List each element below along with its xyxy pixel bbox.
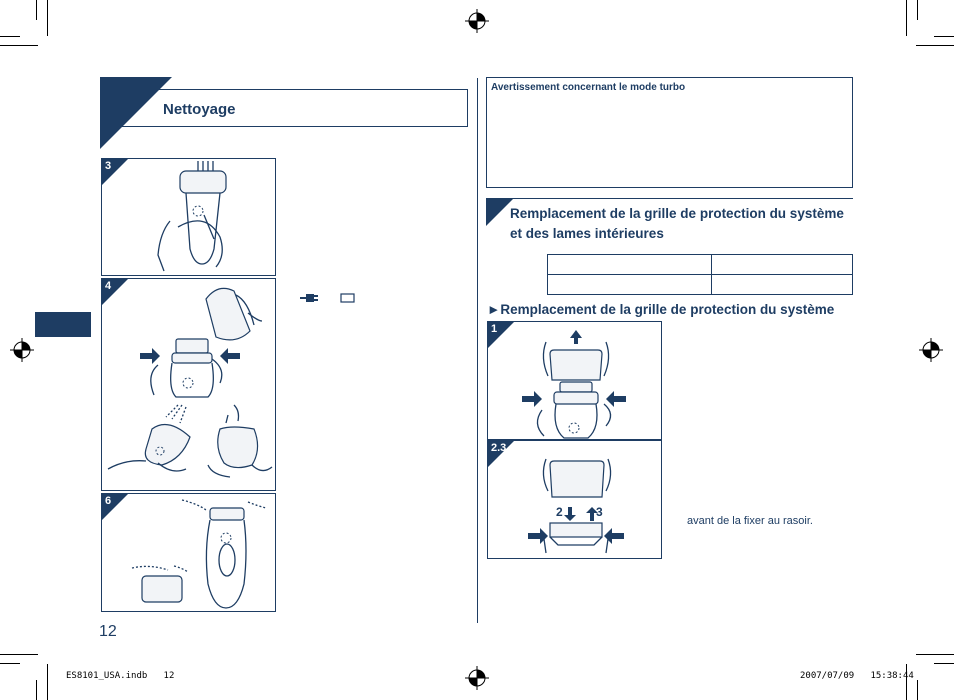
crop-mark [36, 0, 37, 20]
side-tab [35, 312, 91, 337]
table-rule [547, 294, 853, 295]
step-number: 2.3 [491, 442, 507, 454]
table-rule [547, 254, 853, 255]
step-number: 6 [105, 495, 112, 507]
page-number: 12 [99, 623, 117, 640]
registration-target-right [919, 338, 943, 362]
footer-timestamp: 2007/07/09 15:38:44 [800, 671, 914, 681]
step-text: avant de la fixer au rasoir. [687, 515, 813, 527]
crop-mark [47, 664, 48, 700]
registration-target-left [10, 338, 34, 362]
crop-mark [906, 664, 907, 700]
section-header-corner [100, 77, 172, 149]
crop-mark [917, 0, 918, 20]
section-header-corner [486, 198, 514, 226]
shaver-rinse-illustration [107, 287, 273, 478]
section-header-box [100, 89, 468, 127]
step-corner [102, 159, 128, 185]
crop-mark [917, 680, 918, 700]
table-rule [852, 254, 853, 295]
step-corner [488, 322, 514, 348]
table-rule [547, 254, 548, 295]
detach-frame-illustration [528, 458, 624, 554]
plug-and-battery-icons [300, 293, 355, 303]
shaver-dry-illustration [131, 499, 267, 609]
diagram-label-3: 3 [596, 505, 603, 519]
crop-mark [934, 36, 954, 37]
section-header-rule [486, 198, 853, 199]
step-corner [488, 441, 514, 467]
crop-mark [0, 45, 38, 46]
crop-mark [916, 654, 954, 655]
subsection-heading: ►Remplacement de la grille de protection… [487, 302, 834, 317]
footer-file-name: ES8101_USA.indb 12 [66, 671, 175, 681]
crop-mark [916, 45, 954, 46]
step-panel: 2.3 2 3 [487, 440, 662, 559]
table-rule [711, 254, 712, 295]
step-number: 1 [491, 323, 498, 335]
crop-mark [934, 663, 954, 664]
section-title: Nettoyage [163, 101, 236, 118]
shaver-cleaning-illustration [157, 161, 227, 272]
remove-frame-illustration [522, 330, 626, 439]
step-corner [102, 279, 128, 305]
section-title-line2: et des lames intérieures [510, 226, 664, 241]
table-rule [547, 274, 853, 275]
section-title-line1: Remplacement de la grille de protection … [510, 206, 844, 221]
crop-mark [0, 663, 20, 664]
step-corner [102, 494, 128, 520]
step-panel: 6 [101, 493, 276, 612]
triangle-marker-icon: ► [487, 302, 501, 317]
step-panel: 1 [487, 321, 662, 440]
registration-target-bottom [465, 666, 489, 690]
diagram-label-2: 2 [556, 505, 563, 519]
step-number: 3 [105, 160, 112, 172]
registration-target-top [465, 9, 489, 33]
plug-icon [300, 294, 318, 302]
step-panel: 4 [101, 278, 276, 491]
column-divider [477, 78, 478, 623]
step-number: 4 [105, 280, 112, 292]
battery-icon [340, 293, 355, 303]
warning-box: Avertissement concernant le mode turbo [486, 77, 853, 188]
subsection-title: Remplacement de la grille de protection … [500, 302, 835, 317]
step-panel: 3 [101, 158, 276, 276]
crop-mark [906, 0, 907, 36]
crop-mark [0, 36, 20, 37]
crop-mark [47, 0, 48, 36]
crop-mark [36, 680, 37, 700]
crop-mark [0, 654, 38, 655]
warning-title: Avertissement concernant le mode turbo [491, 82, 686, 93]
